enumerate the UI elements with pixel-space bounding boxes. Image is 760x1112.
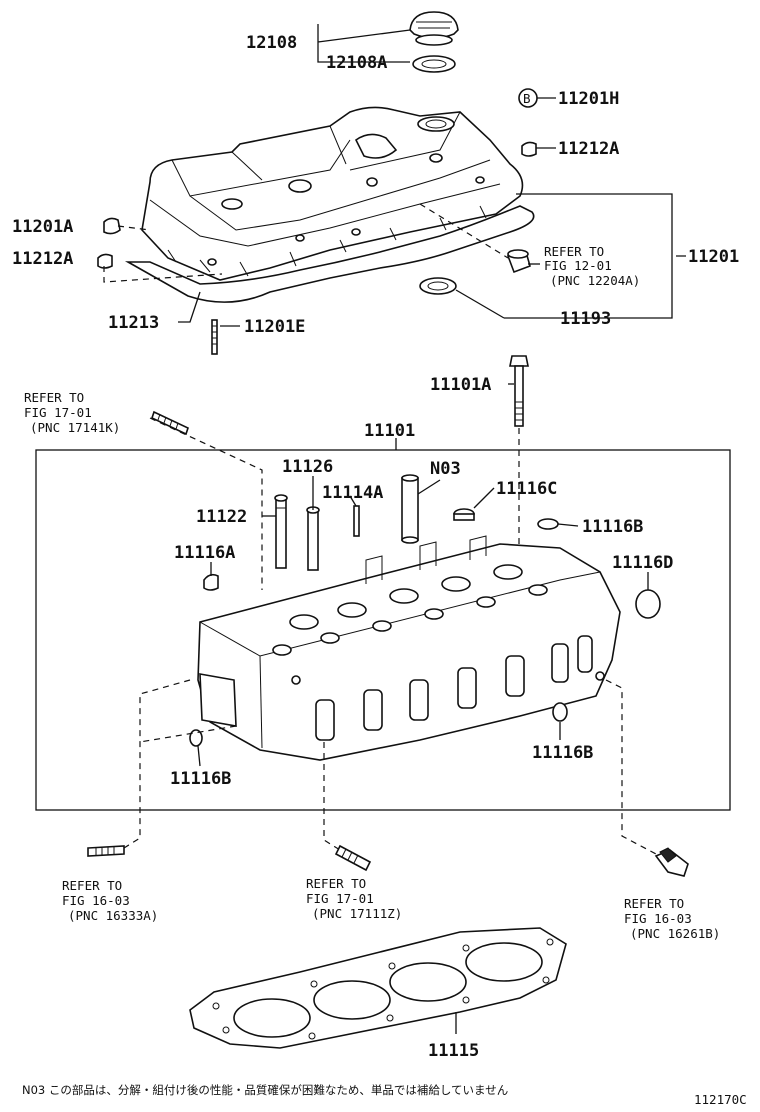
label-11193: 11193 [560,309,611,329]
leader-11114a [349,495,357,507]
leader-n03 [417,479,441,495]
label-11116d: 11116D [612,553,673,573]
grommet-11212a-left [97,253,113,269]
refer-17141k-line1: REFER TO [24,390,84,405]
refer-16261b-line2: FIG 16-03 [624,911,692,926]
refer-16333a-line1: REFER TO [62,878,122,893]
cylinder-head [197,535,621,761]
label-11122: 11122 [196,507,247,527]
leader-11201 [504,193,686,319]
label-11116c: 11116C [496,479,557,499]
pin-11114a [353,505,360,537]
refer-16261b-line1: REFER TO [624,896,684,911]
refer-note-17141k: REFER TO FIG 17-01 (PNC 17141K) [24,390,120,435]
label-11115: 11115 [428,1041,479,1061]
grommet-11201a [103,217,121,235]
dash-17111z [323,742,341,851]
refer-12204a-line3: (PNC 12204A) [550,273,640,288]
dash-17141k [149,417,263,590]
leader-11193 [455,289,505,319]
label-12108a: 12108A [326,53,387,73]
sensor-16261b [654,847,689,877]
seal-ring-11193 [419,277,457,295]
dash-11212a-left [103,266,223,283]
dash-11201a [117,225,151,231]
dash-16333a-b [139,725,237,743]
plug-11116d [635,589,661,619]
seal-11116b-top [537,518,559,530]
label-11212a-right: 11212A [558,139,619,159]
oil-filler-cap [409,11,459,46]
label-11126: 11126 [282,457,333,477]
refer-17141k-line3: (PNC 17141K) [30,420,120,435]
bolt-11101a [509,355,529,427]
bubble-b: B [518,88,538,108]
refer-17111z-line2: FIG 17-01 [306,891,374,906]
guide-11126 [306,506,320,571]
label-12108: 12108 [246,33,297,53]
footer-note: N03 この部品は、分解・組付け後の性能・品質確保が困難なため、単品では補給して… [22,1083,508,1097]
sleeve-n03 [401,474,419,544]
refer-16333a-line2: FIG 16-03 [62,893,130,908]
refer-17111z-line1: REFER TO [306,876,366,891]
guide-11122 [274,494,288,569]
stud-17111z [334,844,372,872]
leader-11116c [473,487,495,509]
stud-17141k [151,410,189,436]
leader-11116b-left [197,745,201,767]
plug-11116a [203,573,219,591]
bubble-b-text: B [523,91,531,106]
cylinder-head-assembly-box [35,449,731,811]
label-11116b-right: 11116B [532,743,593,763]
figure-id: 112170C [694,1092,747,1107]
refer-16261b-line3: (PNC 16261B) [630,926,720,941]
label-11116b-left: 11116B [170,769,231,789]
cylinder-head-cover [124,106,535,303]
label-n03: N03 [430,459,461,479]
grommet-11212a-right [521,141,537,157]
refer-12204a-line1: REFER TO [544,244,604,259]
label-11201: 11201 [688,247,739,267]
head-gasket [189,927,567,1049]
label-11212a-left: 11212A [12,249,73,269]
stud-16333a [87,845,125,857]
label-11114a: 11114A [322,483,383,503]
refer-16333a-line3: (PNC 16333A) [68,908,158,923]
label-11201h: 11201H [558,89,619,109]
leader-11213 [178,291,201,323]
plug-11116b-left [189,729,203,747]
stud-bolt-11201e [211,319,218,355]
refer-12204a-line2: FIG 12-01 [544,258,612,273]
label-11101a: 11101A [430,375,491,395]
refer-note-16333a: REFER TO FIG 16-03 (PNC 16333A) [62,878,158,923]
refer-note-12204a: REFER TO FIG 12-01 (PNC 12204A) [544,244,640,288]
leader-12108 [317,24,411,63]
dash-16333a [123,679,191,849]
dash-16261b [605,679,657,855]
leader-11116b-top [557,523,579,527]
label-11201a: 11201A [12,217,73,237]
refer-note-17111z: REFER TO FIG 17-01 (PNC 17111Z) [306,876,402,921]
seal-11116c [453,508,475,521]
refer-17111z-line3: (PNC 17111Z) [312,906,402,921]
label-11201e: 11201E [244,317,305,337]
label-11101: 11101 [364,421,415,441]
label-11116a: 11116A [174,543,235,563]
plug-12204a [506,249,531,274]
label-11116b-top: 11116B [582,517,643,537]
refer-17141k-line2: FIG 17-01 [24,405,92,420]
refer-note-16261b: REFER TO FIG 16-03 (PNC 16261B) [624,896,720,941]
plug-11116b-right [552,702,568,722]
filler-cap-gasket [412,55,456,73]
label-11213: 11213 [108,313,159,333]
